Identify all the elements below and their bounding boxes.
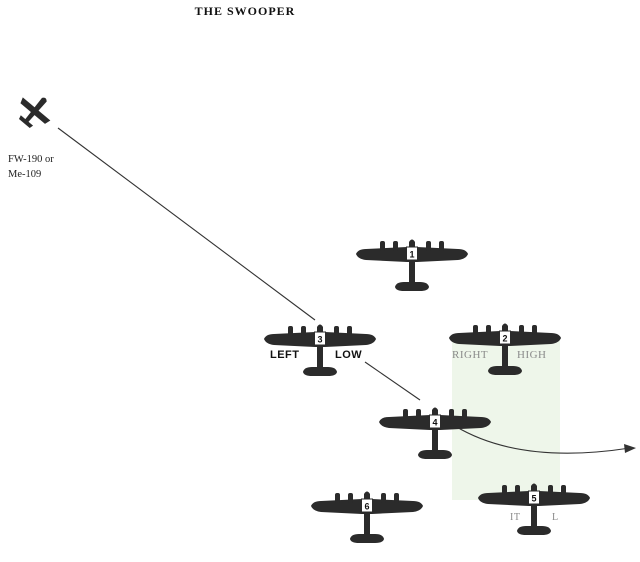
- label-low: LOW: [335, 349, 363, 361]
- diagram-title: THE SWOOPER: [194, 4, 296, 18]
- attack-path-line: [364, 361, 421, 401]
- arrowhead-icon: [624, 444, 636, 453]
- fighter-label: FW-190 or Me-109: [8, 152, 54, 182]
- bomber-number: 2: [502, 334, 507, 344]
- bomber-number: 4: [432, 418, 437, 428]
- label-right: RIGHT: [452, 349, 489, 361]
- bomber-6: 6: [310, 491, 424, 544]
- bomber-5: 5: [477, 483, 591, 536]
- label-bottom-right: L: [552, 512, 559, 523]
- bomber-number: 6: [364, 502, 369, 512]
- label-bottom-left: IT: [510, 512, 521, 523]
- bomber-4: 4: [378, 407, 492, 460]
- bomber-number: 5: [531, 494, 536, 504]
- label-left: LEFT: [270, 349, 300, 361]
- label-high: HIGH: [517, 349, 547, 361]
- bomber-number: 3: [317, 335, 322, 345]
- attack-path-curve: [454, 425, 631, 454]
- bomber-3: 3: [263, 324, 377, 377]
- fighter-label-line2: Me-109: [8, 169, 42, 180]
- fighter-plane-icon: [18, 97, 51, 128]
- attack-path-line: [57, 127, 316, 321]
- bomber-number: 1: [409, 250, 414, 260]
- fighter-label-line1: FW-190 or: [8, 154, 54, 165]
- bomber-1: 1: [355, 239, 469, 292]
- bomber-2: 2: [448, 323, 562, 376]
